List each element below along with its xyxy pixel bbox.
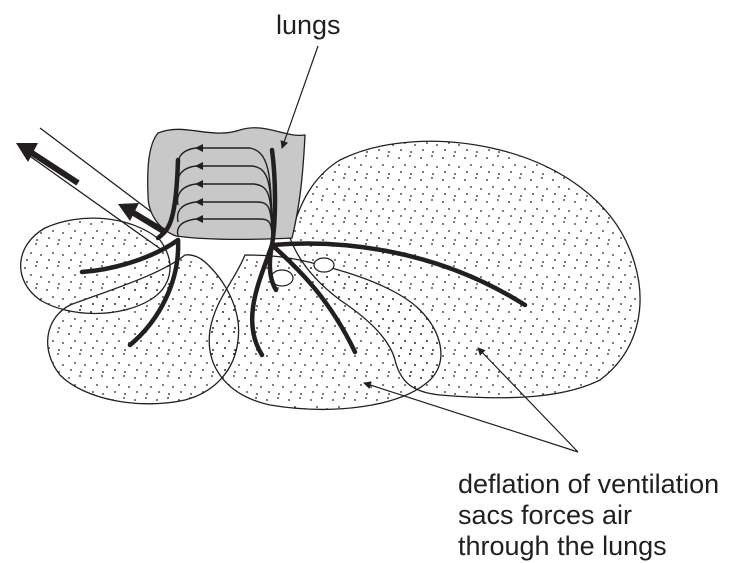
- deflation-caption-line: sacs forces air: [458, 500, 719, 531]
- deflation-caption-line: deflation of ventilation: [458, 469, 719, 500]
- small-sac-opening: [314, 258, 334, 272]
- deflation-caption-line: through the lungs: [458, 531, 719, 562]
- lungs-leader-line: [282, 46, 318, 148]
- deflation-caption: deflation of ventilation sacs forces air…: [458, 469, 719, 562]
- lungs-label: lungs: [276, 10, 341, 41]
